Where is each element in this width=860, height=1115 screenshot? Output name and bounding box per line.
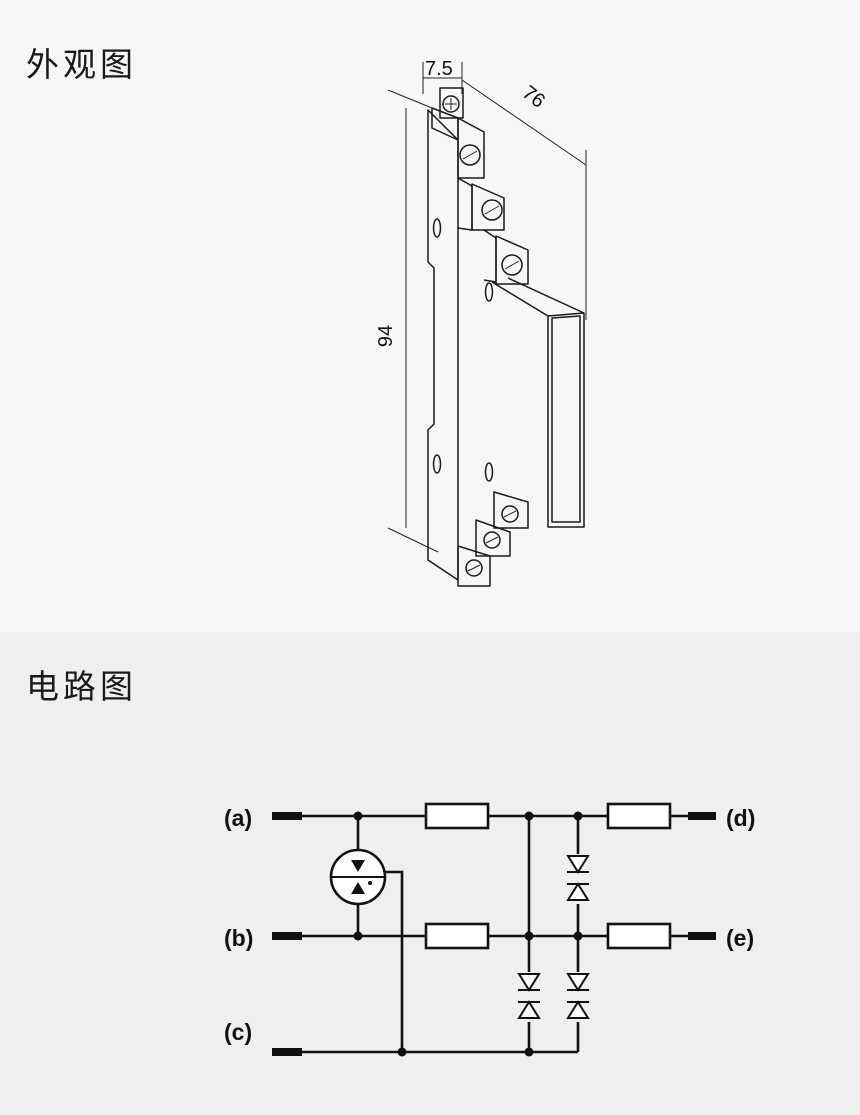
terminal-screw-icons	[442, 95, 523, 577]
module-drawing: 7.5 76 94	[375, 58, 587, 587]
terminal-a-label: (a)	[224, 805, 252, 831]
junction-dots	[353, 811, 583, 1057]
circuit-section-title: 电路图	[26, 667, 137, 706]
appearance-panel: 外观图 7.5 76 94	[26, 45, 587, 587]
resistor-icons	[424, 802, 672, 950]
dimension-lines	[387, 62, 587, 553]
circuit-diagram: (a) (b) (c) (d) (e)	[224, 802, 755, 1057]
terminal-d-label: (d)	[726, 805, 755, 831]
gas-discharge-tube-icon	[329, 848, 387, 906]
module-body	[427, 87, 585, 587]
depth-dimension-label: 76	[518, 82, 549, 113]
height-dimension-label: 94	[375, 325, 397, 347]
terminal-pads	[272, 812, 716, 1056]
tvs-diode-icons	[517, 854, 590, 1022]
terminal-b-label: (b)	[224, 925, 253, 951]
appearance-section-title: 外观图	[26, 45, 137, 84]
circuit-panel: 电路图 (a) (b) (c) (d) (e)	[0, 632, 860, 1115]
terminal-c-label: (c)	[224, 1019, 252, 1045]
terminal-e-label: (e)	[726, 925, 754, 951]
width-dimension-label: 7.5	[425, 58, 453, 80]
